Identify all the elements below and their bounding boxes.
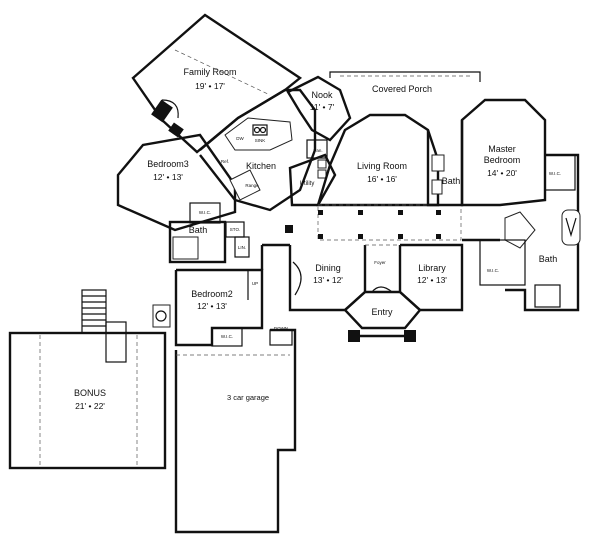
dining-dims: 13' • 12' xyxy=(313,275,343,285)
bedroom2-dims: 12' • 13' xyxy=(197,301,227,311)
up-label: UP xyxy=(252,281,258,286)
garage-label: 3 car garage xyxy=(227,393,269,402)
wic-bed3-label: W.I.C. xyxy=(199,210,211,215)
mid-bath: Bath xyxy=(426,120,464,207)
living-room: Living Room 16' • 16' xyxy=(316,113,440,207)
pantry-label: Pan. xyxy=(313,148,322,153)
library-dims: 12' • 13' xyxy=(417,275,447,285)
bonus-label: BONUS xyxy=(74,388,106,398)
entry: Entry xyxy=(343,290,422,342)
down-label: DOWN xyxy=(274,326,288,331)
garage: DOWN 3 car garage xyxy=(152,304,297,534)
living-room-dims: 16' • 16' xyxy=(367,174,397,184)
dw-label: DW xyxy=(236,136,244,141)
range-label: Range xyxy=(245,183,259,188)
bedroom2-label: Bedroom2 xyxy=(191,289,233,299)
master-bath-label: Bath xyxy=(539,254,558,264)
hall-walls xyxy=(260,238,500,270)
bedroom3-label: Bedroom3 xyxy=(147,159,189,169)
master-label-1: Master xyxy=(488,144,516,154)
library-label: Library xyxy=(418,263,446,273)
dining-label: Dining xyxy=(315,263,341,273)
wic-bed2-label: W.I.C. xyxy=(221,334,233,339)
refrigerator-label: Ref. xyxy=(221,159,229,164)
foyer-label: Foyer xyxy=(374,260,386,265)
covered-porch-label: Covered Porch xyxy=(372,84,432,94)
family-room-dims: 19' • 17' xyxy=(195,81,225,91)
master-bath: W.I.C. W.I.C. Bath xyxy=(479,153,581,312)
bedroom3: W.I.C. Bedroom3 12' • 13' xyxy=(116,133,237,232)
wic-master2-label: W.I.C. xyxy=(487,268,499,273)
living-room-label: Living Room xyxy=(357,161,407,171)
utility-room: Utility xyxy=(288,153,337,207)
family-room-label: Family Room xyxy=(183,67,236,77)
dining: Foyer Dining 13' • 12' xyxy=(288,244,400,312)
kitchen-label: Kitchen xyxy=(246,161,276,171)
mid-bath-label: Bath xyxy=(442,176,461,186)
nook: Nook 11' • 7' xyxy=(286,75,352,142)
master-bedroom: Master Bedroom 14' • 20' xyxy=(460,98,547,207)
nook-dims: 11' • 7' xyxy=(310,102,335,112)
bonus-room: BONUS 21' • 22' xyxy=(8,289,167,470)
hall-bath-label: Bath xyxy=(189,225,208,235)
linen-label: LIN. xyxy=(238,245,246,250)
bedroom2: W.I.C. UP Bedroom2 12' • 13' xyxy=(174,268,264,347)
master-label-2: Bedroom xyxy=(484,155,521,165)
sink-label: SINK xyxy=(255,138,266,143)
kitchen: DW SINK Range Ref. Pan. Kitchen xyxy=(199,88,328,212)
nook-label: Nook xyxy=(311,90,333,100)
covered-porch: Covered Porch xyxy=(329,71,481,94)
bedroom3-dims: 12' • 13' xyxy=(153,172,183,182)
utility-label: Utility xyxy=(300,181,315,187)
gallery-columns xyxy=(285,204,462,241)
library: Library 12' • 13' xyxy=(371,243,464,312)
storage-label: STO. xyxy=(230,227,240,232)
bonus-dims: 21' • 22' xyxy=(75,401,105,411)
entry-label: Entry xyxy=(371,307,393,317)
master-dims: 14' • 20' xyxy=(487,168,517,178)
wic-master-label: W.I.C. xyxy=(549,171,561,176)
